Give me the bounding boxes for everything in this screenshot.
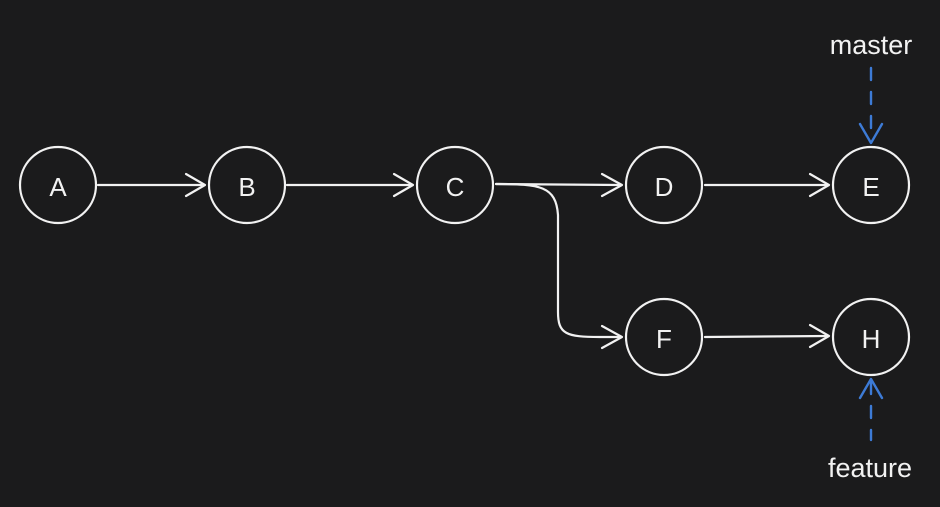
commit-node-c: C: [415, 145, 495, 225]
commit-label-d: D: [655, 172, 674, 202]
feature-pointer: feature: [828, 377, 912, 483]
edge-c-f: [494, 182, 624, 350]
edge-f-h: [703, 323, 831, 349]
branch-label-feature: feature: [828, 453, 912, 483]
commit-node-f: F: [624, 297, 704, 377]
commit-node-a: A: [18, 145, 98, 225]
commit-label-b: B: [238, 172, 255, 202]
commit-node-h: H: [831, 297, 911, 377]
edge-d-e: [703, 172, 831, 198]
commit-label-f: F: [656, 324, 672, 354]
commit-label-e: E: [862, 172, 879, 202]
commit-node-b: B: [207, 145, 287, 225]
branch-label-master: master: [830, 30, 913, 60]
master-pointer: master: [830, 30, 913, 145]
commit-node-e: E: [831, 145, 911, 225]
edge-a-b: [96, 172, 207, 198]
commit-label-h: H: [862, 324, 881, 354]
commit-label-a: A: [49, 172, 67, 202]
edge-b-c: [285, 172, 415, 198]
commit-node-d: D: [624, 145, 704, 225]
commit-label-c: C: [446, 172, 465, 202]
